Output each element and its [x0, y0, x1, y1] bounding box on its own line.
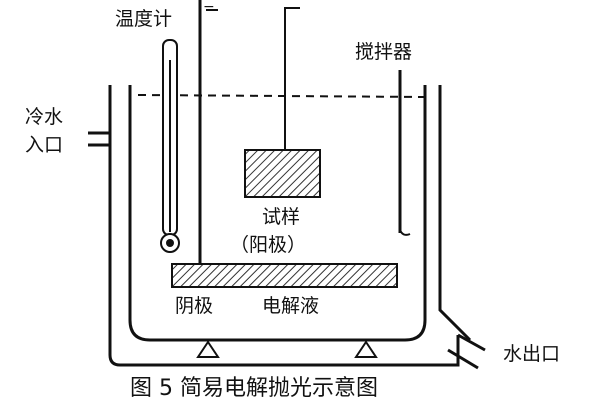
stirrer-blade — [399, 229, 411, 236]
electrolyte-level — [137, 94, 426, 98]
cathode-label: 阴极 — [175, 295, 214, 317]
thermometer-bulb-core — [166, 239, 174, 247]
anode-lead-wire — [284, 7, 300, 150]
support-foot-left — [196, 340, 220, 358]
support-foot-right — [354, 340, 378, 358]
power-minus-label: − — [203, 0, 215, 15]
figure-caption: 图 5 简易电解抛光示意图 — [130, 376, 378, 400]
water-outlet-label: 水出口 — [503, 343, 561, 365]
inner-vessel — [128, 85, 427, 342]
outer-jacket-right — [438, 85, 472, 342]
cooling-water-inlet-label-line2: 入口 — [25, 134, 64, 156]
sample-anode-label: （阳极） — [230, 234, 307, 256]
water-outlet-top — [457, 333, 486, 352]
water-outlet-bottom — [447, 348, 479, 370]
stirrer-label: 搅拌器 — [355, 41, 413, 63]
sample-anode — [244, 149, 321, 198]
thermometer-label: 温度计 — [115, 8, 173, 30]
sample-label: 试样 — [262, 206, 301, 228]
cathode-plate — [171, 263, 398, 288]
electrolyte-label: 电解液 — [262, 295, 320, 317]
outer-jacket — [108, 85, 460, 367]
cooling-water-inlet-label-line1: 冷水 — [25, 106, 64, 128]
